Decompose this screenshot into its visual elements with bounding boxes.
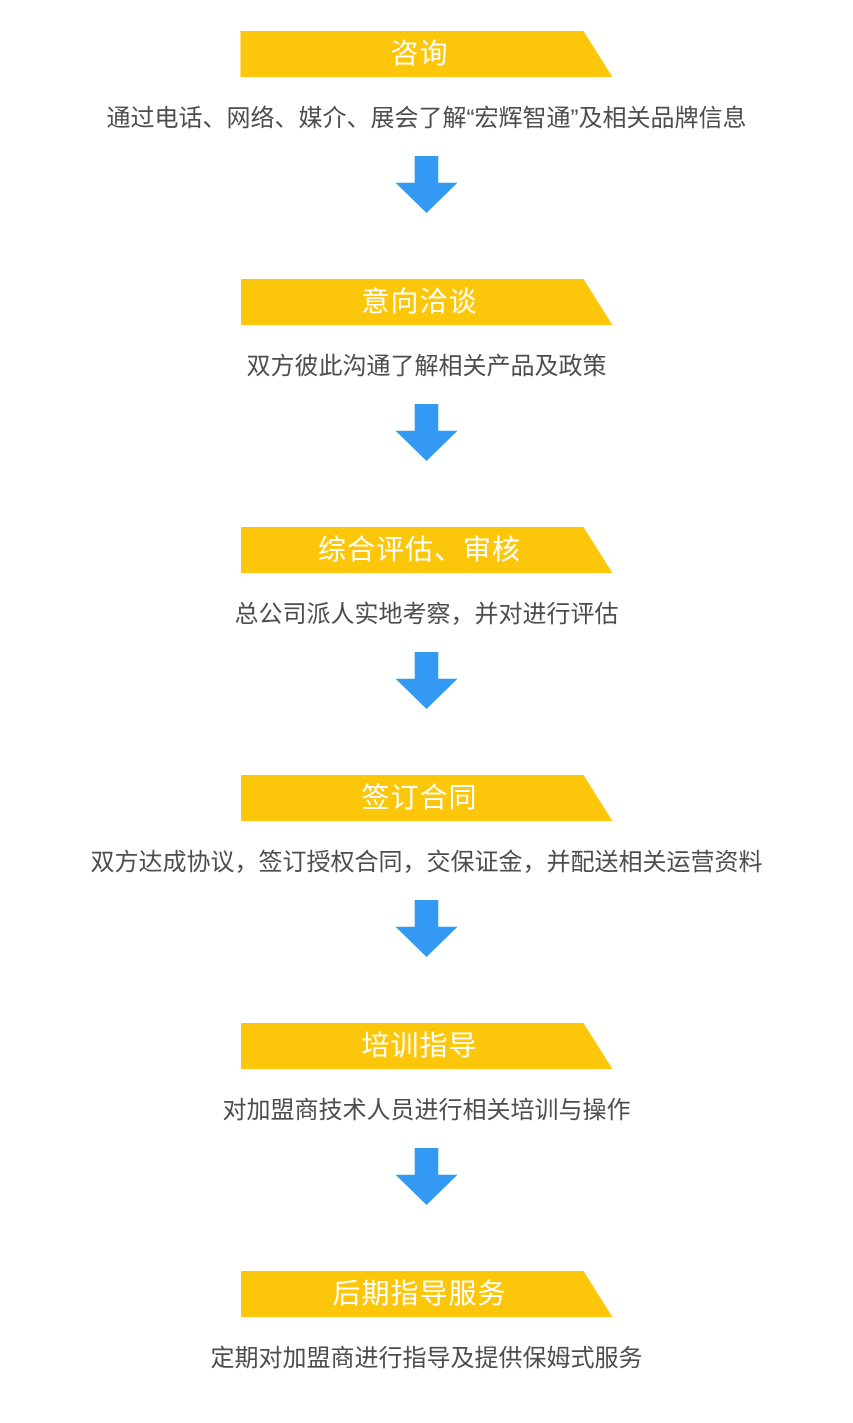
flow-step-training-guidance: 培训指导 对加盟商技术人员进行相关培训与操作: [223, 1023, 631, 1271]
step-title: 综合评估、审核: [317, 534, 521, 565]
flow-step-evaluation-review: 综合评估、审核 总公司派人实地考察，并对进行评估: [235, 527, 619, 775]
down-arrow-icon: [395, 404, 458, 461]
step-banner: 培训指导: [240, 1023, 613, 1069]
step-title: 签订合同: [361, 782, 478, 813]
step-title: 培训指导: [361, 1030, 478, 1061]
down-arrow-icon: [395, 652, 458, 709]
step-title: 意向洽谈: [361, 286, 478, 317]
step-banner: 咨询: [240, 31, 613, 77]
step-description: 对加盟商技术人员进行相关培训与操作: [222, 1097, 631, 1124]
step-banner: 意向洽谈: [240, 279, 613, 325]
down-arrow-icon: [395, 900, 458, 957]
step-description: 定期对加盟商进行指导及提供保姆式服务: [210, 1345, 643, 1372]
step-description: 通过电话、网络、媒介、展会了解“宏辉智通”及相关品牌信息: [106, 105, 747, 132]
down-arrow-icon: [395, 156, 458, 213]
step-title: 咨询: [390, 38, 449, 69]
step-description: 双方达成协议，签订授权合同，交保证金，并配送相关运营资料: [90, 849, 763, 876]
step-title: 后期指导服务: [332, 1278, 507, 1309]
step-description: 双方彼此沟通了解相关产品及政策: [246, 353, 607, 380]
flow-step-followup-service: 后期指导服务 定期对加盟商进行指导及提供保姆式服务: [211, 1271, 643, 1375]
flow-step-sign-contract: 签订合同 双方达成协议，签订授权合同，交保证金，并配送相关运营资料: [91, 775, 763, 1023]
step-banner: 签订合同: [240, 775, 613, 821]
step-banner: 后期指导服务: [240, 1271, 613, 1317]
flow-step-intent-negotiation: 意向洽谈 双方彼此沟通了解相关产品及政策: [240, 279, 613, 527]
down-arrow-icon: [395, 1148, 458, 1205]
flow-step-consultation: 咨询 通过电话、网络、媒介、展会了解“宏辉智通”及相关品牌信息: [106, 31, 747, 279]
flowchart: 咨询 通过电话、网络、媒介、展会了解“宏辉智通”及相关品牌信息 意向洽谈 双方彼…: [91, 31, 763, 1375]
step-description: 总公司派人实地考察，并对进行评估: [234, 601, 619, 628]
step-banner: 综合评估、审核: [240, 527, 613, 573]
